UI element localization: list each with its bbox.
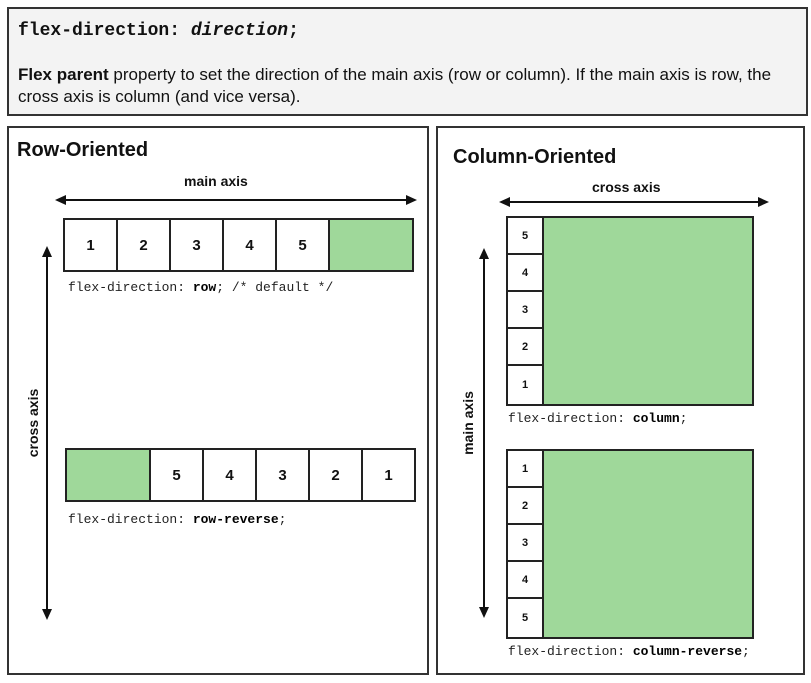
column-item: 5	[506, 216, 544, 255]
row-cross-axis-arrow	[42, 246, 52, 620]
column-main-axis-label: main axis	[460, 391, 476, 455]
column-reverse-code: flex-direction: column-reverse;	[508, 644, 750, 659]
row-panel-title: Row-Oriented	[17, 139, 149, 161]
column-reverse-code-value: column-reverse	[632, 644, 743, 659]
column-reverse-item: 4	[506, 560, 544, 599]
column-reverse-item: 2	[506, 486, 544, 525]
column-item: 2	[506, 327, 544, 366]
column-cross-axis-label: cross axis	[592, 179, 661, 195]
column-reverse-item: 5	[506, 597, 544, 639]
column-reverse-item: 1	[506, 449, 544, 488]
column-panel-title: Column-Oriented	[453, 146, 617, 168]
row-item: 5	[275, 218, 330, 272]
column-item: 1	[506, 364, 544, 406]
row-code: flex-direction: row; /* default */	[68, 280, 333, 295]
row-reverse-code-suffix: ;	[278, 512, 287, 527]
description-text: property to set the direction of the mai…	[18, 65, 772, 106]
row-item: 2	[116, 218, 171, 272]
syntax-end: ;	[288, 21, 299, 41]
column-reverse-code-suffix: ;	[742, 644, 750, 659]
row-code-value: row	[192, 280, 217, 295]
row-reverse-code-prefix: flex-direction:	[68, 512, 193, 527]
row-free-space	[328, 218, 414, 272]
column-code: flex-direction: column;	[508, 411, 687, 426]
description-bold: Flex parent	[18, 65, 109, 84]
syntax-value: direction	[190, 21, 289, 41]
column-code-suffix: ;	[679, 411, 688, 426]
column-main-axis-arrow	[479, 248, 489, 618]
row-reverse-item: 3	[255, 448, 310, 502]
column-item: 3	[506, 290, 544, 329]
column-code-value: column	[632, 411, 680, 426]
column-code-prefix: flex-direction:	[508, 411, 633, 426]
column-reverse-free-space	[542, 449, 754, 639]
column-item: 4	[506, 253, 544, 292]
row-item: 1	[63, 218, 118, 272]
syntax-prop: flex-direction:	[18, 21, 181, 41]
row-item: 4	[222, 218, 277, 272]
row-code-prefix: flex-direction:	[68, 280, 193, 295]
row-main-axis-arrow	[55, 195, 417, 205]
row-reverse-item: 2	[308, 448, 363, 502]
description: Flex parent property to set the directio…	[18, 64, 778, 108]
row-reverse-code-value: row-reverse	[192, 512, 279, 527]
row-reverse-item: 4	[202, 448, 257, 502]
column-cross-axis-arrow	[499, 197, 769, 207]
row-main-axis-label: main axis	[184, 173, 248, 189]
column-free-space	[542, 216, 754, 406]
row-item: 3	[169, 218, 224, 272]
header-box: flex-direction: direction; Flex parent p…	[7, 7, 808, 116]
column-oriented-panel: Column-Oriented cross axis main axis 5 4…	[436, 126, 805, 675]
column-reverse-code-prefix: flex-direction:	[508, 644, 633, 659]
row-reverse-free-space	[65, 448, 151, 502]
row-reverse-item: 5	[149, 448, 204, 502]
row-reverse-item: 1	[361, 448, 416, 502]
row-reverse-code: flex-direction: row-reverse;	[68, 512, 286, 527]
row-oriented-panel: Row-Oriented main axis cross axis 1 2 3 …	[7, 126, 429, 675]
row-code-suffix: ; /* default */	[216, 280, 334, 295]
row-cross-axis-label: cross axis	[25, 388, 41, 458]
column-reverse-item: 3	[506, 523, 544, 562]
syntax-line: flex-direction: direction;	[18, 21, 299, 41]
